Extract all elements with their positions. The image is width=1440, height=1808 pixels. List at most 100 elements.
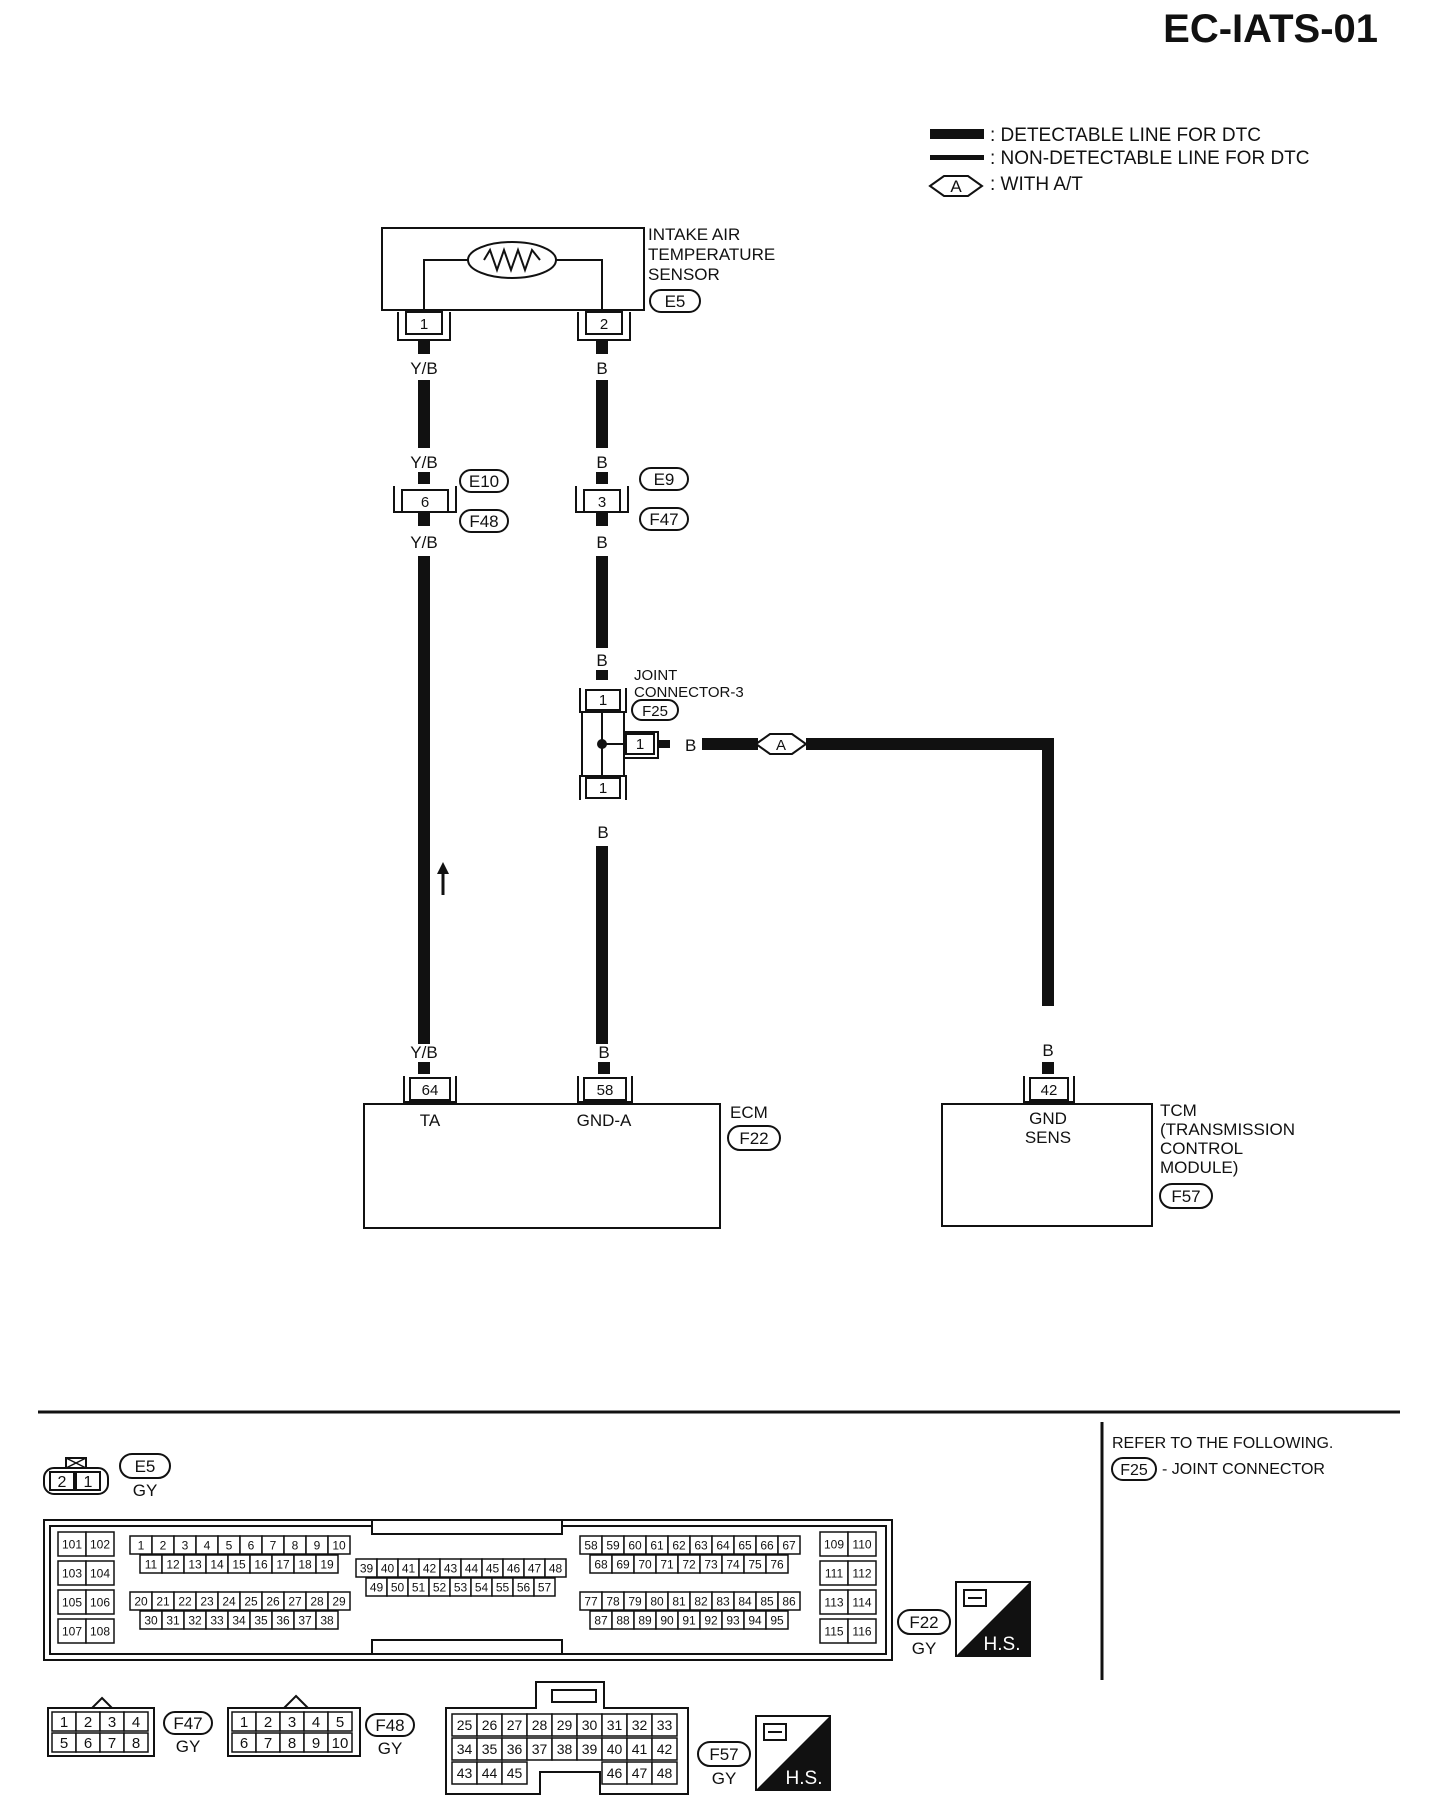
- wire-color-label: Y/B: [410, 1043, 437, 1062]
- pin-number: 10: [332, 1538, 346, 1552]
- ecm-ta-label: TA: [420, 1111, 441, 1130]
- pin-number: 54: [475, 1580, 489, 1594]
- pin-number: 70: [638, 1557, 652, 1571]
- pin-number: 57: [538, 1580, 552, 1594]
- reference-tag-text: F25: [1120, 1462, 1148, 1479]
- ecm-pin-58: 58: [597, 1082, 614, 1099]
- pin-number: 87: [594, 1613, 608, 1627]
- pin-number: 33: [210, 1613, 224, 1627]
- pin-number: 7: [108, 1735, 116, 1752]
- pin-cell: [327, 1711, 353, 1732]
- pin-number: 52: [433, 1580, 447, 1594]
- wire-b-lower: B B: [596, 823, 610, 1074]
- pin-number: 32: [632, 1717, 648, 1733]
- pin-number: 116: [852, 1624, 871, 1638]
- pin-number: 61: [650, 1538, 664, 1552]
- tcm-name-line2: (TRANSMISSION: [1160, 1120, 1295, 1139]
- pin-number: 46: [607, 1765, 623, 1781]
- cv-f48-color: GY: [378, 1739, 403, 1758]
- cv-pin: 1: [84, 1474, 93, 1491]
- connector-tag-e9: [639, 467, 689, 491]
- pin-number: 34: [457, 1741, 473, 1757]
- pin-number: 19: [320, 1557, 334, 1571]
- pin-number: 26: [266, 1594, 280, 1608]
- pin-cell: [123, 1732, 149, 1753]
- page-code: EC-IATS-01: [1163, 7, 1378, 51]
- wire-color-label: B: [685, 736, 696, 755]
- joint-connector-3: JOINT CONNECTOR-3 F25 1 1 1: [579, 667, 744, 800]
- pin-number: 108: [90, 1624, 110, 1638]
- pin-cell: [651, 1713, 678, 1737]
- pin-number: 73: [704, 1557, 718, 1571]
- tcm: 42 GND SENS TCM (TRANSMISSION CONTROL MO…: [941, 1076, 1295, 1227]
- pin-number: 31: [607, 1717, 623, 1733]
- reference-tag: [1111, 1457, 1157, 1481]
- pin-number: 44: [465, 1561, 479, 1575]
- pin-cell: [847, 1589, 877, 1615]
- cv-f48-code: F48: [375, 1716, 404, 1735]
- pin-number: 82: [694, 1594, 708, 1608]
- pin-cell: [315, 1610, 339, 1630]
- pin-number: 102: [90, 1537, 110, 1551]
- legend: : DETECTABLE LINE FOR DTC : NON-DETECTAB…: [928, 125, 1310, 197]
- pin-number: 93: [726, 1613, 740, 1627]
- pin-number: 45: [486, 1561, 500, 1575]
- sensor-pin-2: 2: [600, 316, 608, 333]
- pin-number: 1: [240, 1714, 248, 1731]
- pin-number: 27: [507, 1717, 523, 1733]
- pin-number: 41: [402, 1561, 416, 1575]
- sensor-name-line1: INTAKE AIR: [648, 225, 740, 244]
- inline-pin-6: 6: [421, 494, 429, 511]
- pin-number: 24: [222, 1594, 236, 1608]
- pin-number: 2: [264, 1714, 272, 1731]
- pin-cell: [327, 1535, 351, 1555]
- pin-number: 67: [782, 1538, 796, 1552]
- connector-tag-f47: [639, 507, 689, 531]
- pin-number: 111: [825, 1566, 844, 1580]
- wire-color-label: Y/B: [410, 453, 437, 472]
- pin-cell: [85, 1589, 115, 1615]
- pin-number: 45: [507, 1765, 523, 1781]
- pin-number: 40: [381, 1561, 395, 1575]
- wire-branch-tcm: B A B: [658, 733, 1054, 1074]
- cv-f47-color: GY: [176, 1737, 201, 1756]
- pin-number: 21: [156, 1594, 170, 1608]
- pin-number: 9: [314, 1538, 321, 1552]
- pin-number: 44: [482, 1765, 498, 1781]
- wire-color-label: Y/B: [410, 359, 437, 378]
- joint-pin-top: 1: [599, 692, 607, 709]
- inline-pin-3: 3: [598, 494, 606, 511]
- connector-tag-e9-text: E9: [654, 470, 675, 489]
- pin-number: 56: [517, 1580, 531, 1594]
- pin-number: 8: [132, 1735, 140, 1752]
- pin-number: 115: [824, 1624, 843, 1638]
- pin-number: 62: [672, 1538, 686, 1552]
- pin-number: 8: [292, 1538, 299, 1552]
- connector-tag-e5: [649, 289, 701, 313]
- pin-number: 71: [660, 1557, 674, 1571]
- pin-cell: [315, 1554, 339, 1574]
- pin-number: 30: [144, 1613, 158, 1627]
- pin-number: 59: [606, 1538, 620, 1552]
- ecm: 64 58 TA GND-A ECM F22: [363, 1076, 781, 1229]
- pin-number: 48: [657, 1765, 673, 1781]
- pin-number: 106: [90, 1595, 110, 1609]
- pin-cell: [765, 1554, 789, 1574]
- pin-number: 42: [423, 1561, 437, 1575]
- pin-number: 92: [704, 1613, 718, 1627]
- ecm-pin-64: 64: [422, 1082, 439, 1099]
- legend-thick-line: [930, 129, 984, 139]
- pin-cell: [651, 1761, 678, 1785]
- pin-number: 35: [482, 1741, 498, 1757]
- sensor-pin-1: 1: [420, 316, 428, 333]
- pin-number: 38: [320, 1613, 334, 1627]
- joint-name-line2: CONNECTOR-3: [634, 684, 744, 701]
- connector-tag-f22-text: F22: [739, 1129, 768, 1148]
- pin-number: 58: [584, 1538, 598, 1552]
- pin-number: 113: [824, 1595, 843, 1609]
- pin-number: 60: [628, 1538, 642, 1552]
- cv-f47-code: F47: [173, 1714, 202, 1733]
